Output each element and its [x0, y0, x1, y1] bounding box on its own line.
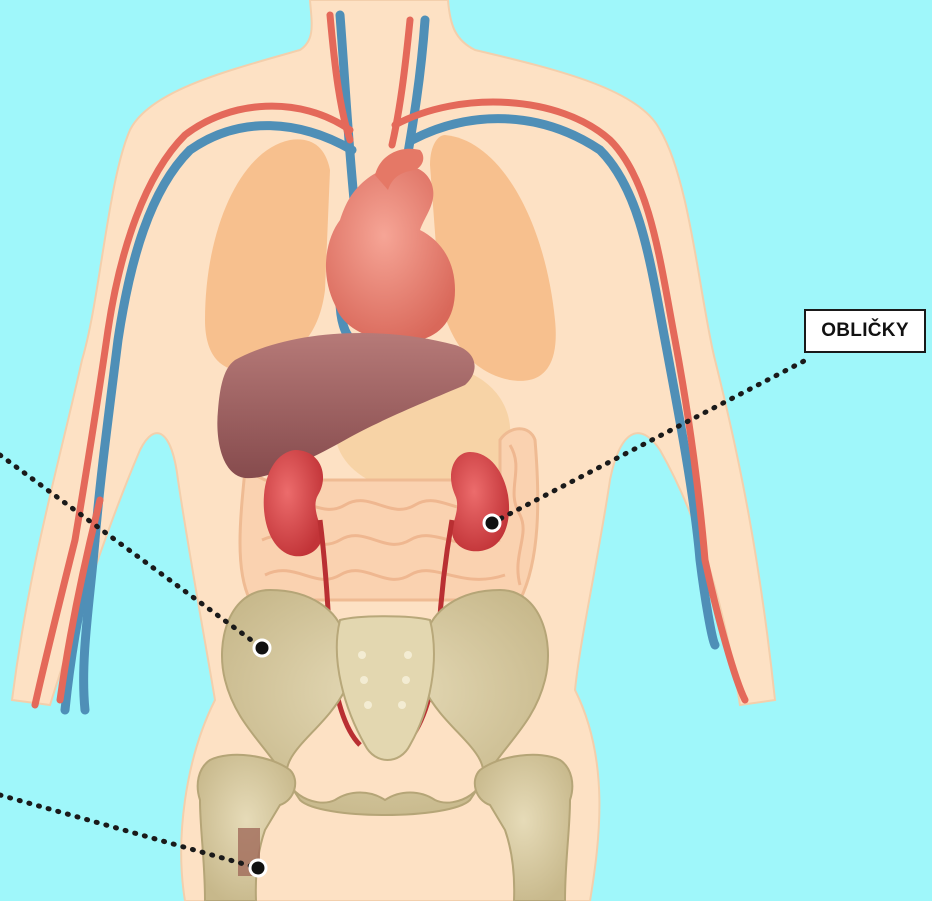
- femur-marker-dot: [250, 860, 266, 876]
- kidneys-label: OBLIČKY: [804, 309, 926, 353]
- pelvis-marker-dot: [254, 640, 270, 656]
- kidney-marker-dot: [484, 515, 500, 531]
- kidneys-label-text: OBLIČKY: [821, 320, 909, 342]
